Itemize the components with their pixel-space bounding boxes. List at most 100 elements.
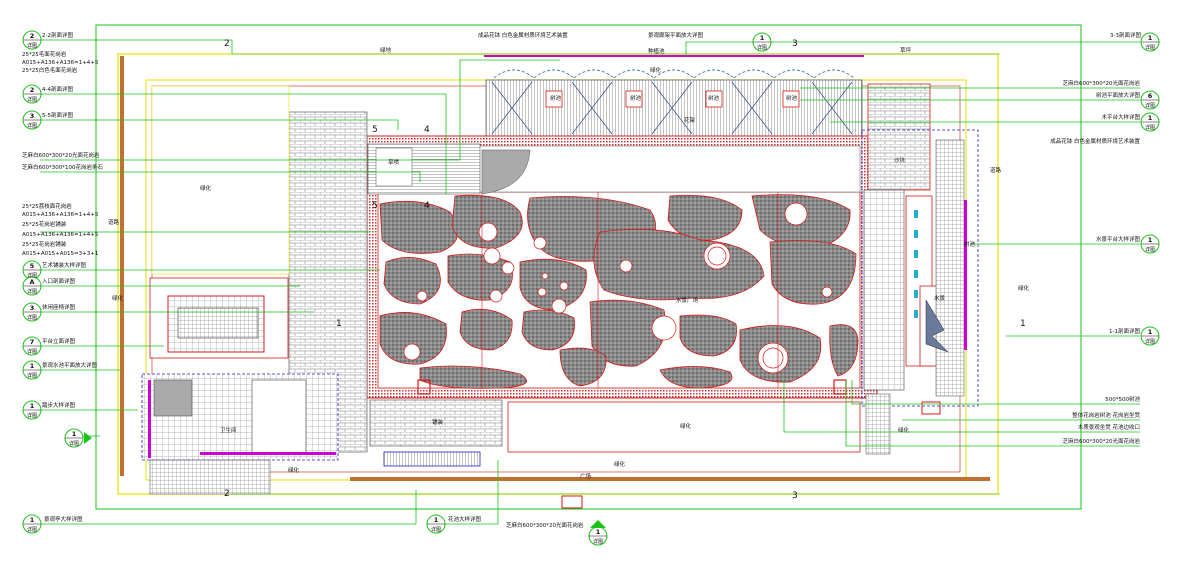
svg-text:树池平面放大详图: 树池平面放大详图 [1096,91,1141,99]
grey-quarter-disc [481,149,531,195]
bottom-left-pave [149,459,271,495]
svg-text:踏步大样详图: 踏步大样详图 [42,401,76,409]
svg-text:旱喷: 旱喷 [388,158,400,166]
svg-text:芝麻白600*300*20光面花岗岩: 芝麻白600*300*20光面花岗岩 [1063,437,1141,445]
svg-text:A015+A015+A015=3+3+1: A015+A015+A015=3+3+1 [22,251,98,257]
svg-text:树池: 树池 [630,94,642,102]
svg-text:绿化: 绿化 [112,294,124,302]
svg-text:水景: 水景 [934,294,946,302]
area-labels: 绿化 道路 绿化 水景广场 绿化 绿化 绿化 花架 卫生间 绿化 铺装 绿化 树… [108,66,1030,480]
svg-text:25*25白色毛面花岗岩: 25*25白色毛面花岗岩 [22,66,78,74]
svg-text:景观亭大样详图: 景观亭大样详图 [44,515,83,523]
svg-text:1: 1 [30,516,35,524]
svg-text:A015+A136+A136=1+4+5: A015+A136+A136=1+4+5 [22,232,99,238]
svg-text:木平台大样详图: 木平台大样详图 [1101,113,1140,121]
marker-right-small [921,401,941,415]
svg-text:详图: 详图 [27,526,37,533]
svg-text:种植池: 种植池 [648,47,665,55]
top-pergola [485,79,863,137]
svg-text:入口剖面详图: 入口剖面详图 [42,277,76,285]
svg-text:草坪: 草坪 [900,46,912,54]
svg-text:整体花岗岩树池 花岗岩坐凳: 整体花岗岩树池 花岗岩坐凳 [1072,411,1140,419]
svg-text:1: 1 [1020,319,1026,329]
toilet-room-right [251,379,307,455]
svg-text:1: 1 [1148,34,1153,42]
svg-text:详图: 详图 [1145,124,1155,131]
svg-text:芝麻白600*300*20光面花岗岩: 芝麻白600*300*20光面花岗岩 [22,151,100,159]
svg-text:25*25毛面花岗岩: 25*25毛面花岗岩 [22,50,67,58]
bubble-dividers [23,39,1159,537]
svg-text:景观水池平面放大详图: 景观水池平面放大详图 [42,361,98,369]
leader-lines [40,39,1140,525]
bottom-bench [383,451,481,467]
pergola-arcs [493,69,855,79]
svg-text:花架: 花架 [684,116,696,124]
checker-panel [177,307,259,339]
svg-text:1: 1 [30,402,35,410]
svg-text:木质景观坐凳 花池边收口: 木质景观坐凳 花池边收口 [1078,423,1140,431]
magenta-bar-left [148,380,151,458]
svg-text:详图: 详图 [27,348,37,355]
svg-text:5: 5 [30,262,35,270]
svg-text:2: 2 [30,32,35,40]
svg-text:树池: 树池 [786,94,798,102]
magenta-bar-bottom [200,452,336,455]
svg-text:7: 7 [30,338,35,346]
right-small-walk [865,393,891,455]
svg-text:1-1剖面详图: 1-1剖面详图 [1109,327,1140,335]
svg-text:详图: 详图 [1145,44,1155,51]
right-stone-strip [935,139,965,397]
svg-text:500*500树池: 500*500树池 [1105,395,1140,403]
right-upper-block [867,83,931,191]
svg-text:休闲座椅详图: 休闲座椅详图 [42,303,76,311]
svg-text:详图: 详图 [593,538,603,545]
left-annotations: 2-2剖面详图 25*25毛面花岗岩 A015+A136+A136=1+4+5 … [22,31,584,529]
svg-text:沙坑: 沙坑 [894,156,906,164]
pergola-planters [545,90,800,108]
plaza-gridlines [481,192,779,388]
sculpture [925,299,949,353]
right-annotations: 芝麻白600*300*20光面花岗岩 树池平面放大详图 木平台大样详图 成品花钵… [1050,79,1140,445]
svg-text:芝麻白600*300*20光面花岗岩: 芝麻白600*300*20光面花岗岩 [506,521,584,529]
svg-text:绿化: 绿化 [898,426,910,434]
svg-text:6: 6 [1148,92,1153,100]
pergola-cross-bracing [491,81,853,135]
dimension-numbers: 2 3 1 2 3 1 4 5 4 5 [224,39,1026,501]
bottom-brown-strip [350,477,990,481]
svg-text:详图: 详图 [1145,246,1155,253]
svg-text:绿化: 绿化 [614,460,626,468]
bottom-red-lawn [507,401,861,453]
organic-paving-blobs [379,194,859,389]
svg-text:绿化: 绿化 [288,466,300,474]
magenta-right-bar [964,200,967,350]
svg-text:绿化: 绿化 [1018,284,1030,292]
svg-text:绿化: 绿化 [650,66,662,74]
toilet-grey-room [153,379,193,417]
svg-text:详图: 详图 [27,412,37,419]
svg-text:详图: 详图 [69,440,79,447]
outer-green-border [95,24,1082,510]
marker-bottom-left [417,379,431,395]
svg-text:绿地: 绿地 [380,46,392,54]
svg-text:1: 1 [72,430,77,438]
svg-text:详图: 详图 [27,96,37,103]
cyan-lamps [914,210,918,318]
svg-text:A: A [29,278,34,286]
svg-text:1: 1 [1148,114,1153,122]
svg-text:1: 1 [336,319,342,329]
svg-text:成品花钵 白色金属材质环境艺术装置: 成品花钵 白色金属材质环境艺术装置 [478,31,568,39]
svg-text:4-4剖面详图: 4-4剖面详图 [42,85,73,93]
svg-text:5-5剖面详图: 5-5剖面详图 [42,111,73,119]
svg-text:5: 5 [372,125,378,135]
svg-text:详图: 详图 [757,44,767,51]
marker-bottom-center [561,495,583,509]
svg-text:1: 1 [596,528,601,536]
svg-text:3: 3 [792,491,798,501]
svg-text:花池大样详图: 花池大样详图 [448,515,482,523]
left-green-area [151,85,290,275]
left-brown-strip [120,56,124,476]
svg-text:A015+A136+A136=1+4+5: A015+A136+A136=1+4+5 [22,60,99,66]
svg-text:详图: 详图 [27,42,37,49]
north-arrows [84,432,606,528]
